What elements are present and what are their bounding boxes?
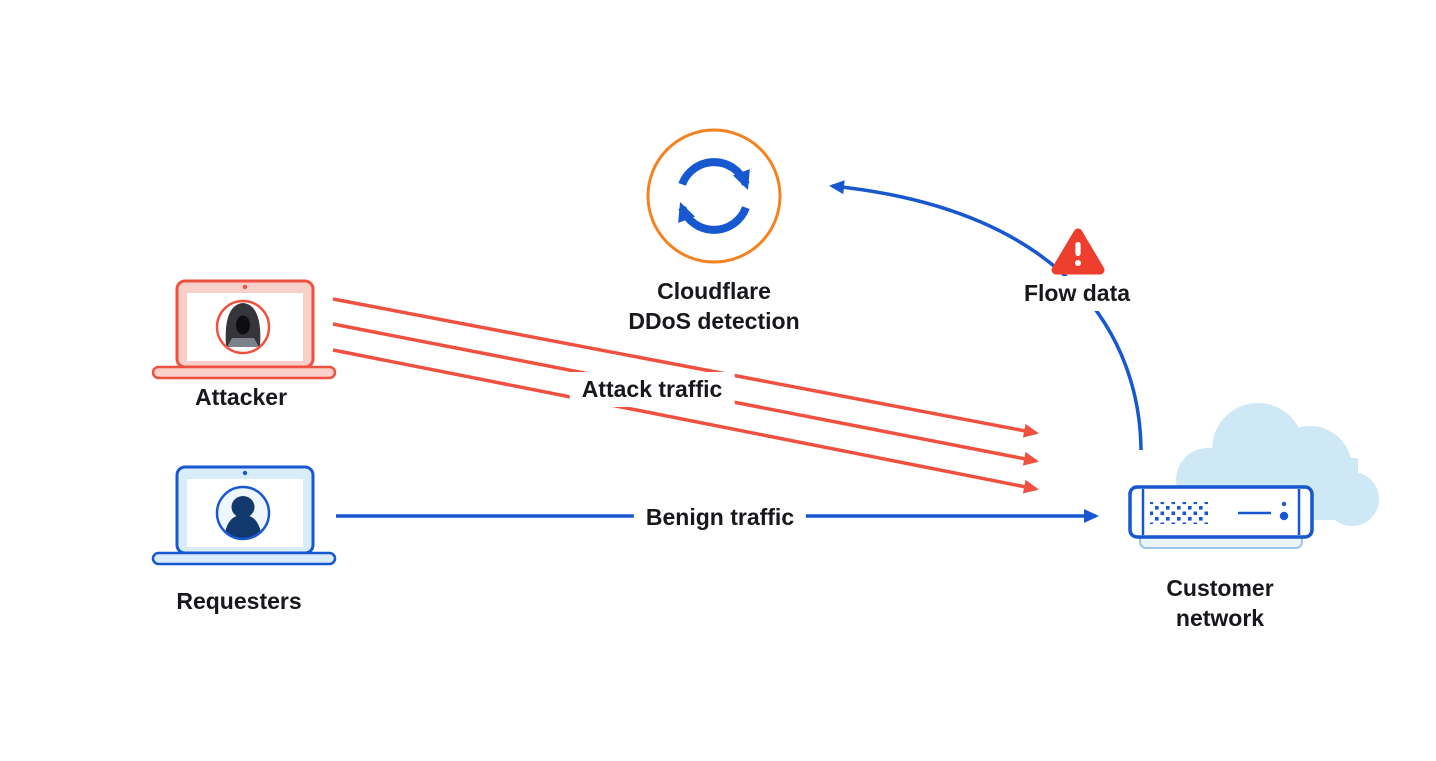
attacker-laptop-small (227, 338, 259, 347)
requesters-shoulders (224, 515, 262, 538)
server-dot-grid (1150, 502, 1208, 524)
warning-triangle-icon (1051, 228, 1105, 275)
attack-traffic-label: Attack traffic (569, 372, 735, 407)
flow-data-label: Flow data (1011, 276, 1143, 311)
attacker-laptop-base (151, 365, 337, 380)
customer-network-label-line1: Customer (1166, 575, 1274, 601)
cloudflare-sync-icon (646, 128, 782, 264)
requesters-laptop-camera (242, 470, 248, 476)
attacker-laptop-camera (242, 284, 248, 290)
attacker-avatar-ring (215, 299, 271, 355)
attacker-face (236, 315, 250, 335)
requesters-avatar (218, 488, 268, 538)
requesters-head (234, 498, 252, 516)
cloudflare-label-line1: Cloudflare (657, 278, 771, 304)
sync-arc-bottom (678, 201, 750, 234)
benign-traffic-label: Benign traffic (633, 500, 807, 535)
server-led-small (1281, 501, 1287, 507)
requesters-label: Requesters (176, 588, 302, 614)
customer-network-label-line2: network (1175, 605, 1265, 631)
requesters-laptop-icon (151, 465, 337, 566)
sync-arc-top (678, 158, 750, 191)
warning-exclamation-bar (1075, 242, 1081, 256)
requesters-laptop-base (151, 551, 337, 566)
warning-exclamation-dot (1075, 260, 1081, 266)
server-body (1128, 485, 1314, 539)
attacker-laptop-icon (151, 279, 337, 380)
attack-arrow-3 (332, 348, 1039, 494)
attacker-label: Attacker (194, 384, 288, 410)
sync-ring (646, 128, 782, 264)
server-icon (1128, 485, 1314, 549)
requesters-avatar-ring (215, 485, 271, 541)
attack-arrow-1 (332, 297, 1039, 438)
cloudflare-label-line2: DDoS detection (628, 308, 800, 334)
server-led-large (1279, 511, 1289, 521)
flow-data-arrow (829, 180, 1143, 451)
attacker-avatar (218, 302, 268, 352)
